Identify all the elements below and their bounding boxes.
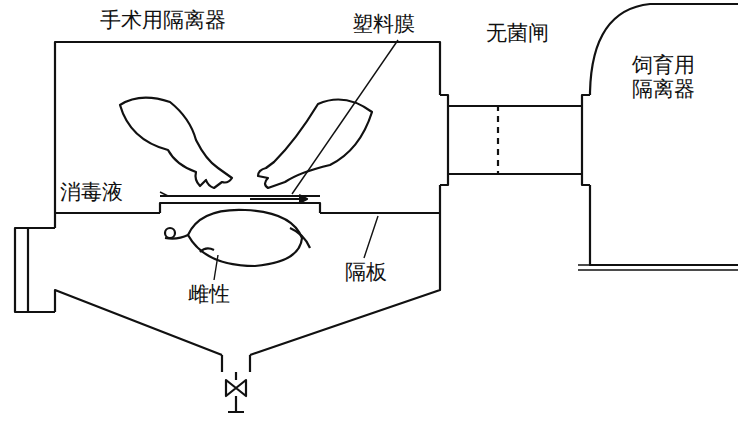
part-label: 塑料膜 xyxy=(352,12,415,36)
sterile-lock: 无菌闸 xyxy=(448,105,582,175)
part-label: 雌性 xyxy=(188,282,230,306)
isolator-chamber: 手术用隔离器 xyxy=(55,42,440,290)
part-label: 隔板 xyxy=(345,260,387,284)
node-label: 饲育用隔离器 xyxy=(632,53,698,101)
part-label: 消毒液 xyxy=(60,180,123,204)
isolator-chamber: 饲育用隔离器 xyxy=(590,95,738,265)
node-label: 无菌闸 xyxy=(486,21,549,45)
node-label: 手术用隔离器 xyxy=(100,8,226,32)
